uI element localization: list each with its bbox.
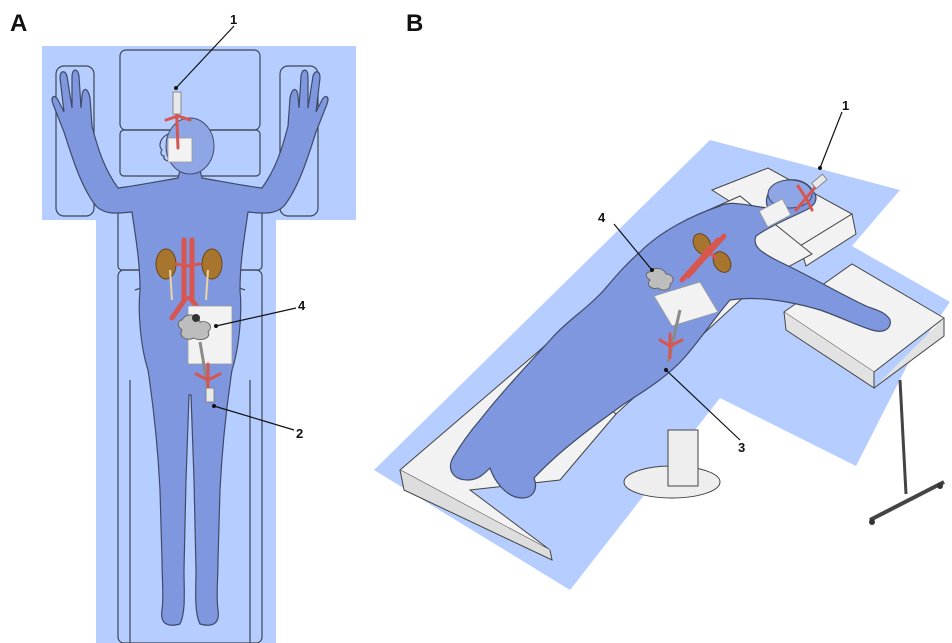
- panel-a-neck-patch: [168, 138, 192, 162]
- callout-b-3: 3: [738, 440, 745, 455]
- panel-a-right-kidney: [202, 249, 222, 279]
- callout-a-4: 4: [298, 298, 306, 313]
- callout-b-1: 1: [842, 98, 849, 113]
- callout-a-2: 2: [296, 426, 303, 441]
- callout-a-1: 1: [230, 12, 237, 27]
- panel-a-left-kidney: [156, 249, 176, 279]
- callout-b-4: 4: [598, 210, 606, 225]
